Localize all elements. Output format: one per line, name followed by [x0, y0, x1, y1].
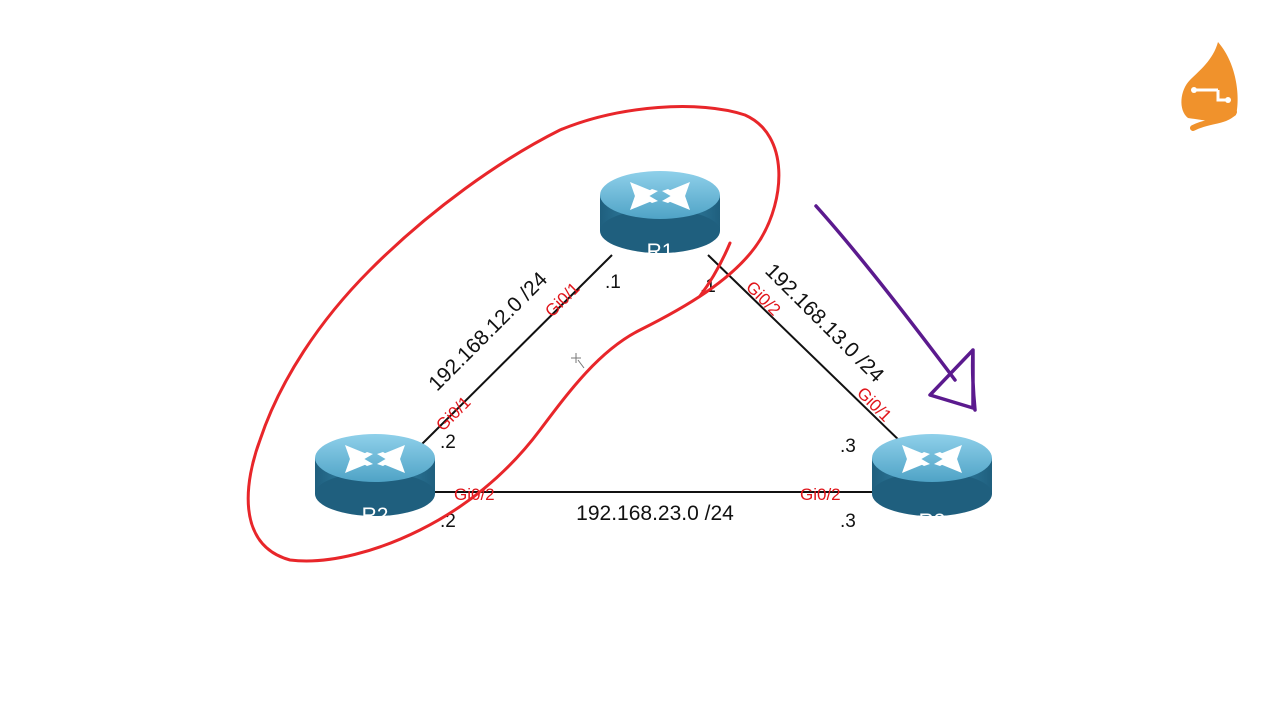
- link-r1-r3: [707, 254, 906, 447]
- cursor-icon: [571, 353, 585, 369]
- router-r3[interactable]: R3: [872, 434, 992, 533]
- host-label-r1-link12: .1: [605, 272, 621, 293]
- router-label: R3: [919, 510, 946, 533]
- brand-logo-icon: [1181, 42, 1238, 131]
- router-label: R2: [362, 504, 389, 527]
- link-r1-r2: [417, 254, 613, 449]
- host-label-r2-link12: .2: [440, 432, 456, 453]
- red-strike-annotation: [698, 241, 732, 298]
- red-loop-annotation: [246, 105, 781, 563]
- router-label: R1: [647, 240, 674, 263]
- router-r2[interactable]: R2: [315, 434, 435, 527]
- subnet-label-r2-r3: 192.168.23.0 /24: [576, 502, 734, 525]
- host-label-r3-link13: .3: [840, 436, 856, 457]
- subnet-label-r1-r2: 192.168.12.0 /24: [424, 268, 552, 396]
- purple-arrow-annotation: [814, 204, 977, 412]
- iface-label-r3-gi01: Gi0/1: [853, 383, 895, 425]
- host-label-r3-link23: .3: [840, 511, 856, 532]
- router-icon: [872, 434, 992, 516]
- iface-label-r3-gi02: Gi0/2: [800, 485, 841, 504]
- router-r1[interactable]: R1: [600, 171, 720, 263]
